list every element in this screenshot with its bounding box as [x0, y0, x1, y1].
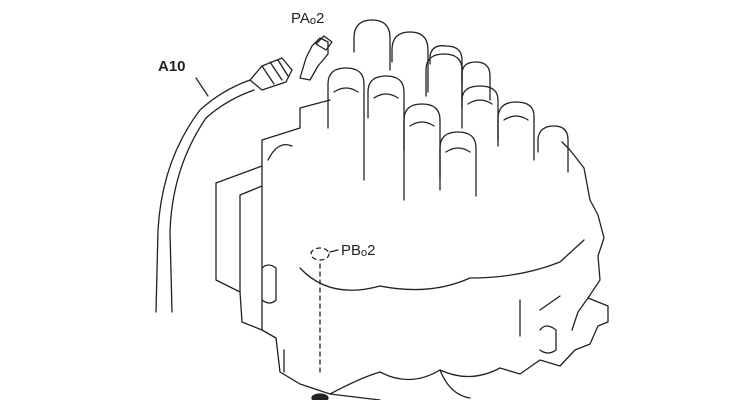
body-detail-lines: [267, 143, 561, 373]
body-bottom-edge: [329, 369, 471, 399]
bottom-port: [311, 393, 329, 400]
body-left-plate: [215, 182, 263, 331]
spool-cap: [461, 61, 491, 101]
port-b-circle: [310, 247, 330, 261]
body-bolt-left: [261, 264, 277, 304]
spool-cap: [425, 53, 463, 109]
body-front-lower: [261, 297, 609, 400]
spool-cap: [429, 45, 463, 101]
port-label-pa-suffix: 2: [316, 10, 325, 27]
cable-connector: [249, 57, 293, 91]
spool-cap: [497, 101, 535, 161]
port-label-pa02: PAo2: [291, 11, 324, 27]
spool-cap: [327, 67, 365, 181]
valve-body: [215, 99, 609, 400]
port-label-pa-sub: o: [309, 15, 317, 27]
body-bolt-right: [539, 325, 557, 354]
spool-cap: [461, 85, 499, 141]
cable-line-inner: [169, 89, 255, 313]
cable-a10: [155, 57, 293, 313]
port-label-pb-prefix: PB: [341, 242, 362, 259]
body-front-plate: [299, 239, 585, 291]
port-a-fitting: [299, 35, 333, 81]
cable-label-a10: A10: [158, 58, 186, 75]
fitting-nut: [315, 35, 333, 51]
spool-cap-rim: [333, 87, 529, 153]
spool-cap: [367, 75, 405, 201]
fitting-body: [299, 37, 329, 81]
spool-cap: [537, 125, 569, 173]
spool-cap: [403, 103, 441, 191]
spool-cap: [391, 31, 429, 93]
port-b-dashed: [310, 247, 330, 373]
body-outline: [215, 99, 331, 293]
cable-leader-line: [195, 77, 209, 97]
port-label-pb-sub: o: [361, 247, 368, 259]
port-label-pa-prefix: PA: [291, 10, 310, 27]
spool-caps: [327, 19, 569, 201]
body-right-side: [561, 141, 605, 331]
port-label-pb-suffix: 2: [367, 242, 376, 259]
port-b-leader: [329, 249, 339, 253]
spool-cap: [439, 131, 477, 197]
spool-cap: [353, 19, 391, 71]
port-label-pb02: PBo2: [341, 243, 375, 259]
cable-line-outer: [155, 79, 251, 313]
